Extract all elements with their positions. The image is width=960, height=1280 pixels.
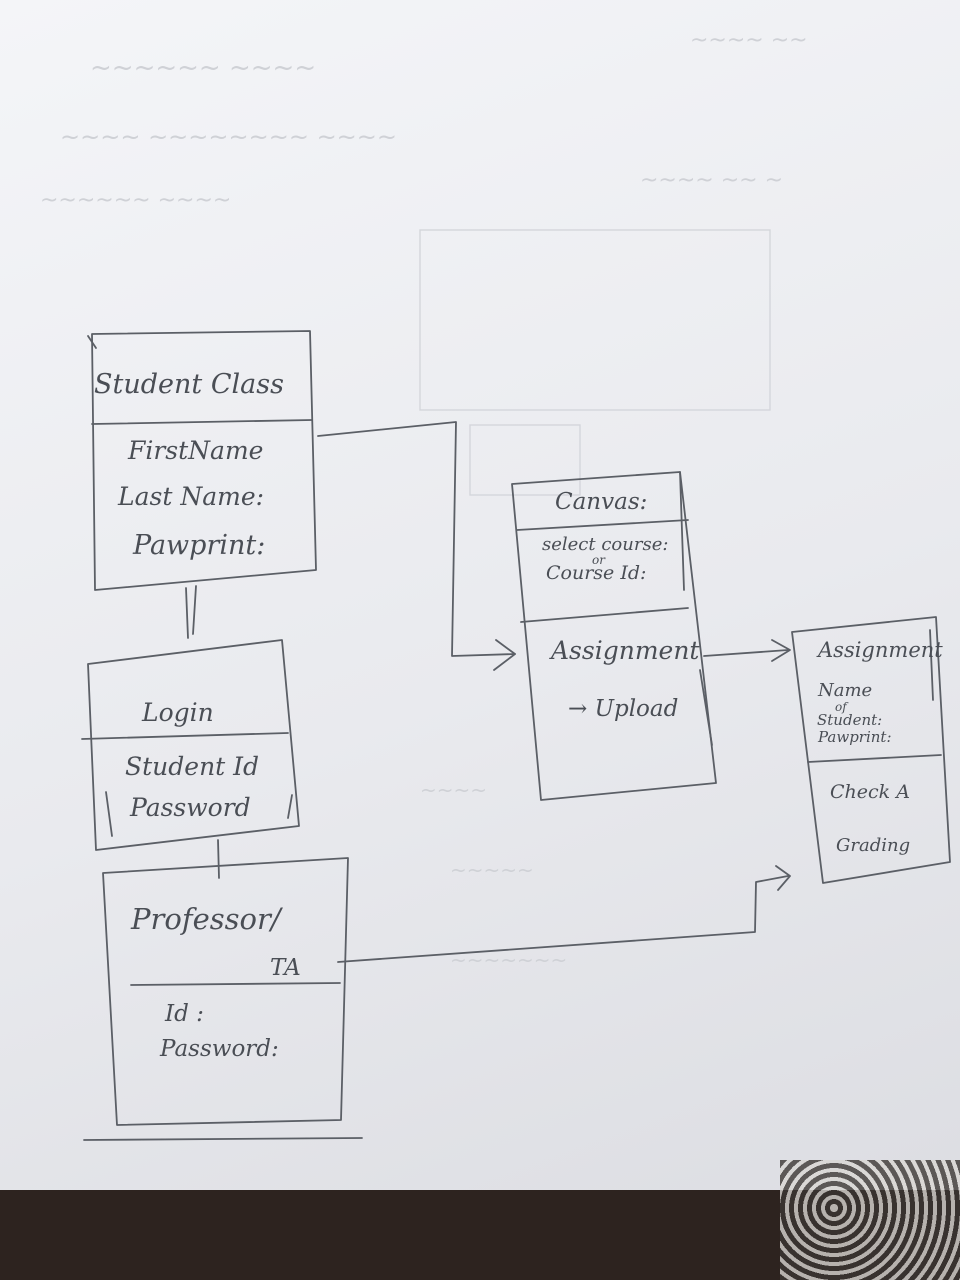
professor-id-field: Id : [165, 1001, 204, 1027]
assignment-check-field: Check A [830, 781, 910, 803]
assignment-grading-field: Grading [836, 835, 911, 856]
student-class-box [87, 330, 317, 591]
canvas-or-label: or [592, 553, 605, 567]
student-pawprint-field: Pawprint: [133, 530, 266, 561]
ghost-shapes [419, 229, 771, 496]
assignment-pawprint-field: Pawprint: [818, 728, 892, 746]
canvas-select-course-field: select course: [542, 534, 669, 555]
professor-password-field: Password: [160, 1036, 279, 1062]
canvas-course-id-field: Course Id: [546, 562, 647, 584]
student-class-title: Student Class [94, 369, 284, 400]
canvas-box [511, 471, 717, 801]
professor-title: Professor/ [131, 902, 281, 936]
fabric-pattern [780, 1160, 960, 1280]
professor-ta-label: TA [270, 955, 301, 981]
login-password-field: Password [130, 793, 251, 822]
login-title: Login [142, 698, 214, 727]
student-last-name-field: Last Name: [118, 482, 265, 511]
notebook-paper [0, 0, 960, 1210]
assignment-title: Assignment [818, 638, 943, 662]
login-box [81, 639, 300, 851]
assignment-of-label: of [835, 700, 847, 714]
canvas-upload-field: → Upload [568, 696, 679, 722]
student-first-name-field: FirstName [128, 436, 264, 465]
login-student-id-field: Student Id [125, 752, 260, 781]
assignment-student-field: Student: [817, 711, 883, 729]
assignment-name-field: Name [818, 680, 873, 701]
professor-box [83, 857, 363, 1141]
canvas-title: Canvas: [555, 489, 648, 515]
connectors [185, 421, 791, 963]
assignment-box [791, 616, 951, 884]
canvas-assignment-field: Assignment [551, 636, 700, 665]
